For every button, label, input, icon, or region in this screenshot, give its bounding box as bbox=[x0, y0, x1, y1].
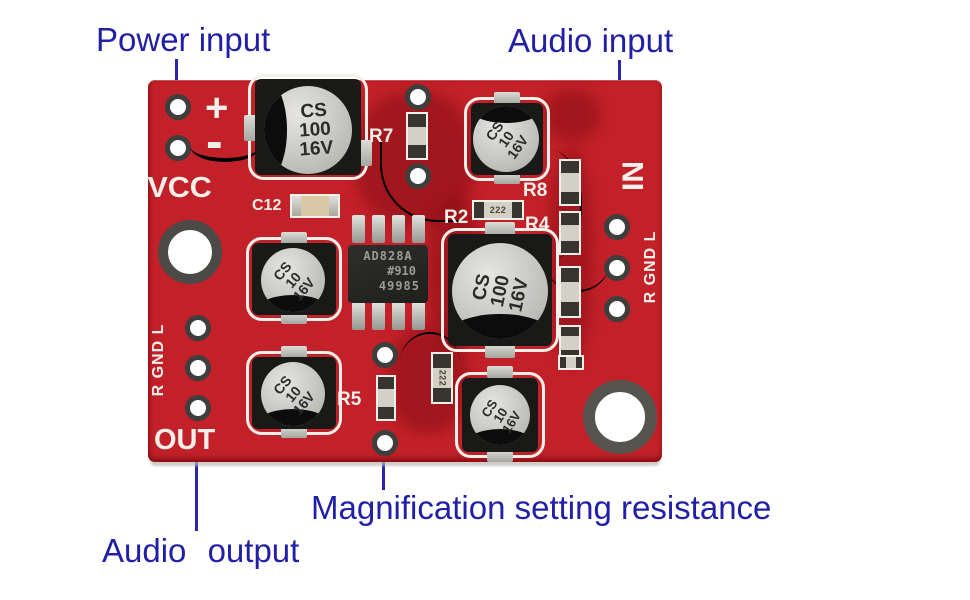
cap-body: CS 100 16V bbox=[264, 86, 352, 174]
ic-pin bbox=[352, 215, 365, 243]
capacitor-c12 bbox=[290, 194, 340, 218]
cap-body: CS 10 16V bbox=[470, 385, 530, 445]
cap-lead bbox=[281, 312, 307, 324]
out-channel-labels: R GND L bbox=[150, 323, 167, 397]
pad bbox=[372, 430, 398, 456]
out-silkscreen: OUT bbox=[154, 424, 216, 456]
cap-body: CS 10 16V bbox=[261, 248, 325, 312]
ic-pin bbox=[412, 215, 425, 243]
resistor bbox=[559, 211, 581, 255]
ic-body: AD828A #910 49985 bbox=[348, 245, 428, 303]
cap-marking: 16V bbox=[298, 136, 334, 161]
resistor-marking: 222 bbox=[437, 369, 447, 387]
cap-lead bbox=[485, 222, 515, 236]
pad bbox=[405, 84, 431, 110]
cap-marking: CS bbox=[299, 99, 328, 122]
cap-body: CS 10 16V bbox=[261, 362, 325, 426]
cap-stripe bbox=[264, 86, 287, 174]
in-silkscreen: IN bbox=[617, 161, 650, 191]
in-channel-labels: R GND L bbox=[642, 230, 659, 304]
cap-terminal bbox=[292, 196, 301, 216]
resistor bbox=[559, 266, 581, 318]
ic-pin bbox=[352, 302, 365, 330]
cap-lead bbox=[487, 366, 513, 378]
cap-lead bbox=[281, 346, 307, 358]
ref-r8: R8 bbox=[523, 180, 548, 201]
pad-out-r bbox=[185, 395, 211, 421]
pad-out-gnd bbox=[185, 355, 211, 381]
pad-in-r bbox=[604, 296, 630, 322]
cap-body: CS 100 16V bbox=[452, 243, 548, 339]
trace bbox=[400, 332, 460, 394]
resistor-marking: 222 bbox=[489, 205, 507, 215]
cap-ceramic bbox=[301, 196, 329, 216]
ic-pin bbox=[392, 215, 405, 243]
pad-out-l bbox=[185, 315, 211, 341]
resistor bbox=[559, 159, 581, 206]
trace bbox=[190, 130, 260, 162]
ic-pin bbox=[392, 302, 405, 330]
cap-lead bbox=[487, 450, 513, 462]
resistor-r5 bbox=[376, 375, 396, 421]
label-audio-output: Audio output bbox=[102, 532, 300, 569]
cap-stripe bbox=[452, 314, 548, 339]
cap-lead bbox=[358, 140, 372, 166]
label-magnification: Magnification setting resistance bbox=[311, 489, 772, 526]
cap-stripe bbox=[261, 409, 325, 426]
minus-silkscreen: - bbox=[206, 113, 223, 169]
cap-lead bbox=[485, 344, 515, 358]
vcc-silkscreen: VCC bbox=[147, 172, 212, 204]
ic-marking: AD828A bbox=[363, 249, 413, 263]
cap-body: CS 10 16V bbox=[473, 106, 539, 172]
resistor: 222 bbox=[431, 352, 453, 404]
cap-lead bbox=[494, 92, 520, 104]
label-audio-input: Audio input bbox=[508, 22, 674, 59]
mounting-hole bbox=[158, 220, 222, 284]
ref-r5: R5 bbox=[337, 389, 362, 410]
ref-c12: C12 bbox=[252, 197, 282, 214]
plus-silkscreen: + bbox=[205, 86, 229, 130]
resistor-r7 bbox=[406, 112, 428, 160]
pad-in-gnd bbox=[604, 255, 630, 281]
cap-stripe bbox=[470, 429, 530, 445]
pad-vcc-plus bbox=[165, 94, 191, 120]
resistor-r2: 222 bbox=[472, 200, 524, 220]
ic-marking: 49985 bbox=[378, 279, 420, 293]
pad-in-l bbox=[604, 214, 630, 240]
ic-pin bbox=[372, 215, 385, 243]
cap-stripe bbox=[473, 106, 539, 124]
ic-pin bbox=[372, 302, 385, 330]
copper-patch bbox=[545, 90, 600, 140]
pad bbox=[372, 342, 398, 368]
cap-stripe bbox=[261, 295, 325, 312]
label-power-input: Power input bbox=[96, 21, 271, 58]
ref-r7: R7 bbox=[369, 126, 394, 147]
cap-lead bbox=[281, 426, 307, 438]
cap-lead bbox=[244, 115, 258, 141]
trace bbox=[520, 150, 582, 260]
pad-vcc-minus bbox=[165, 135, 191, 161]
cap-lead bbox=[281, 232, 307, 244]
pad bbox=[405, 163, 431, 189]
cap-terminal bbox=[329, 196, 338, 216]
resistor bbox=[558, 355, 584, 370]
cap-lead bbox=[494, 172, 520, 184]
mounting-hole bbox=[583, 380, 657, 454]
ref-r2: R2 bbox=[444, 207, 469, 228]
ic-pin bbox=[412, 302, 425, 330]
ic-marking: #910 bbox=[387, 264, 416, 278]
